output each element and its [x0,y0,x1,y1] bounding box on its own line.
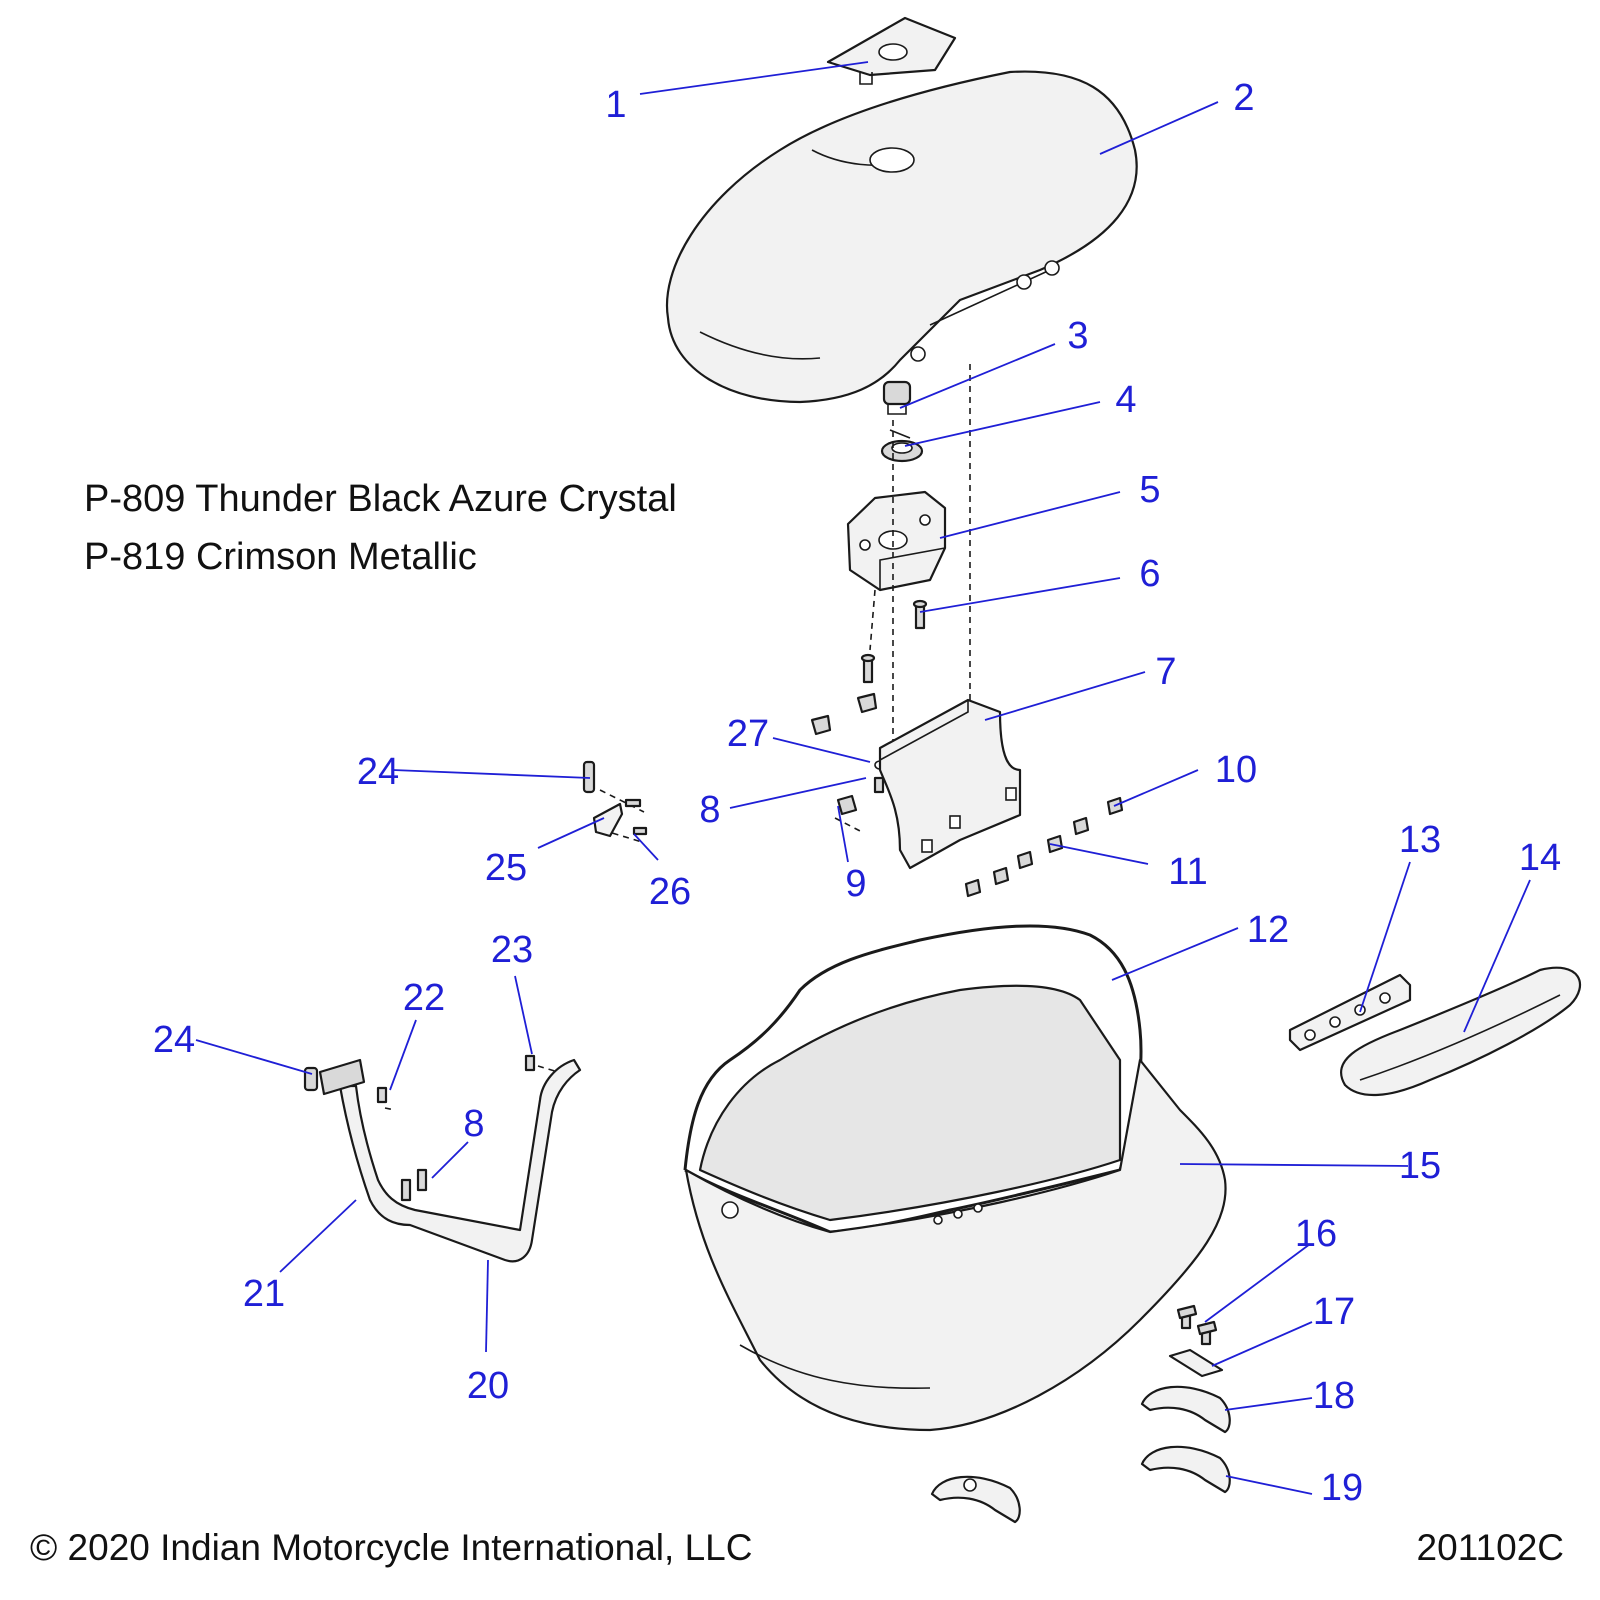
callout-labels: 1 2 3 4 5 6 7 27 8 9 10 11 24 25 26 13 1… [153,77,1561,1509]
callout-22: 22 [403,977,445,1019]
callout-7: 7 [1155,651,1176,693]
callout-18: 18 [1313,1375,1355,1417]
callout-19: 19 [1321,1467,1363,1509]
part-1-lock-cap [826,16,957,85]
part-4-grommet [880,429,924,463]
callout-27: 27 [727,713,769,755]
part-screw-set-upper [810,653,886,816]
color-note-1: P-809 Thunder Black Azure Crystal [84,478,677,520]
part-14-hinge-cover [1339,966,1581,1097]
part-3-lock-nut [882,380,912,415]
callout-20: 20 [467,1365,509,1407]
assembly-lines [384,364,971,1111]
parts-20-21-support-brackets [303,1054,582,1263]
callout-17: 17 [1313,1291,1355,1333]
drawing-number: 201102C [1416,1527,1564,1568]
parts-16-19-lower-latch [930,1304,1231,1524]
part-13-hinge-plate [1288,973,1412,1052]
callout-10: 10 [1215,749,1257,791]
callout-16: 16 [1295,1213,1337,1255]
callout-26: 26 [649,871,691,913]
callout-9: 9 [845,863,866,905]
callout-25: 25 [485,847,527,889]
part-6-screw [912,599,928,630]
callout-23: 23 [491,929,533,971]
leader-lines [195,61,1531,1495]
part-2-lid [665,70,1138,404]
callout-14: 14 [1519,837,1561,879]
callout-11: 11 [1168,851,1207,893]
callout-24-lower: 24 [153,1019,195,1061]
callout-4: 4 [1115,379,1136,421]
callout-12: 12 [1247,909,1289,951]
callout-2: 2 [1233,77,1254,119]
part-5-latch-housing [846,490,947,592]
part-15-saddlebag-body [684,984,1227,1432]
callout-8-lower: 8 [463,1103,484,1145]
callout-3: 3 [1067,315,1088,357]
callout-21: 21 [243,1273,285,1315]
copyright-footer: © 2020 Indian Motorcycle International, … [30,1527,753,1568]
callout-6: 6 [1139,553,1160,595]
callout-1: 1 [605,84,626,126]
callout-15: 15 [1399,1145,1441,1187]
callout-8-upper: 8 [699,789,720,831]
callout-5: 5 [1139,469,1160,511]
part-7-hinge-bracket [878,698,1022,870]
parts-24-25-26-bracket-upper [582,760,648,838]
callout-24-upper: 24 [357,751,399,793]
callout-13: 13 [1399,819,1441,861]
color-note-2: P-819 Crimson Metallic [84,536,477,578]
